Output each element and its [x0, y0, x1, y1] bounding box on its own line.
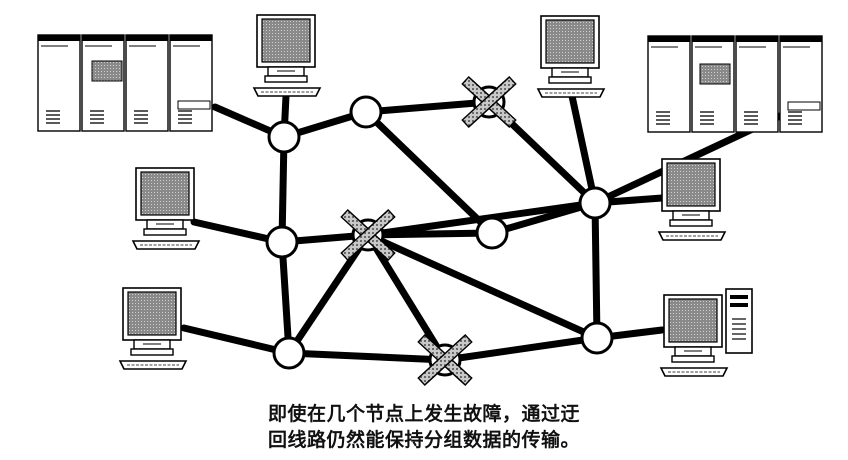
network-diagram	[37, 14, 823, 387]
router-node-n10	[580, 321, 614, 355]
router-node-n2	[349, 95, 383, 129]
link-n9-n10	[441, 334, 601, 364]
terminal-middle-right	[658, 158, 726, 241]
terminal-middle-left	[132, 167, 200, 250]
link-n4-n7	[278, 238, 293, 357]
failed-node-n9	[417, 333, 473, 387]
link-n7-n9	[285, 349, 449, 364]
failed-node-n5	[340, 208, 396, 262]
link-n6-n10	[591, 199, 601, 342]
link-n1-n4	[278, 133, 288, 246]
link-n5-n10	[364, 231, 601, 342]
link-n2-n3	[362, 98, 493, 116]
link-n5-n9	[364, 231, 449, 364]
router-node-n4	[265, 225, 299, 259]
terminal-bottom-left	[119, 287, 187, 370]
caption-line-2: 回线路仍然能保持分组数据的传输。	[267, 429, 580, 451]
router-node-n1	[267, 120, 301, 154]
mainframe-right	[647, 35, 823, 133]
failed-node-n3	[461, 75, 517, 129]
terminal-top-center	[253, 14, 321, 97]
router-node-n6	[578, 186, 612, 220]
link-n7-n5	[285, 231, 372, 357]
workstation-bottom-right	[660, 288, 753, 377]
link-n5-n6	[364, 199, 599, 239]
router-node-n8	[475, 216, 509, 250]
terminal-top-right	[537, 15, 605, 98]
caption-line-1: 即使在几个节点上发生故障，通过迂	[267, 403, 580, 425]
network-links	[180, 92, 814, 364]
router-node-n7	[272, 336, 306, 370]
mainframe-left	[37, 34, 213, 132]
device-link-7	[180, 324, 293, 357]
network-nodes	[265, 75, 614, 387]
device-link-3	[568, 92, 599, 207]
link-n2-n8	[362, 108, 496, 237]
